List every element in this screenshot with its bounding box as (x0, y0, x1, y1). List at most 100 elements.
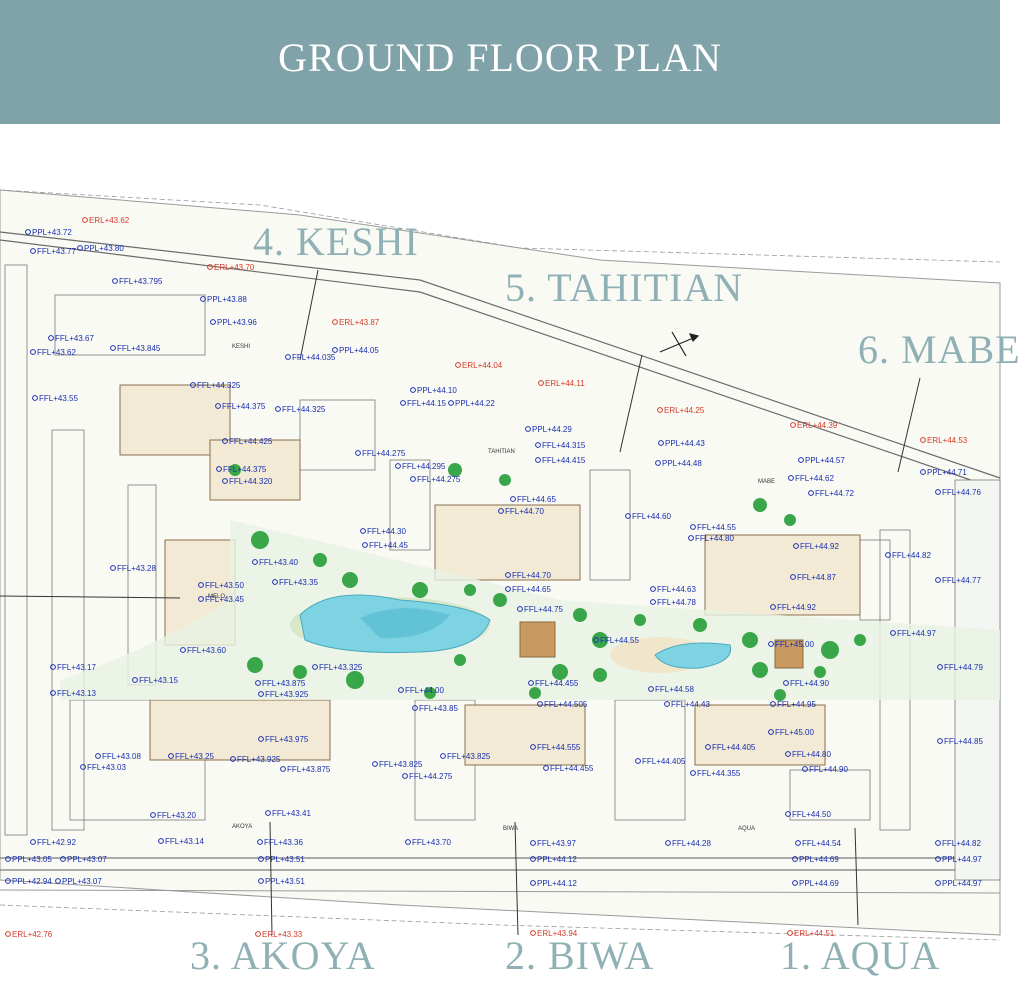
level-marker-icon (530, 880, 536, 886)
level-marker-icon (785, 751, 791, 757)
level-label: PPL+44.97 (942, 855, 982, 864)
level-label: FFL+43.60 (187, 646, 226, 655)
level-label: PPL+44.97 (942, 879, 982, 888)
level-marker-icon (50, 690, 56, 696)
level-marker-icon (258, 736, 264, 742)
level-marker-icon (110, 345, 116, 351)
level-label: ERL+44.25 (664, 406, 705, 415)
level-label: PPL+43.51 (265, 877, 305, 886)
level-label: FFL+43.13 (57, 689, 96, 698)
level-label: PPL+42.94 (12, 877, 52, 886)
level-label: FFL+44.30 (367, 527, 406, 536)
level-marker-icon (770, 701, 776, 707)
level-label: FFL+43.25 (175, 752, 214, 761)
level-label: FFL+45.00 (775, 640, 814, 649)
level-marker-icon (132, 677, 138, 683)
level-label: FFL+43.825 (379, 760, 423, 769)
level-label: FFL+44.320 (229, 477, 273, 486)
level-label: FFL+44.62 (795, 474, 834, 483)
level-label: FFL+44.325 (197, 381, 241, 390)
level-label: FFL+43.45 (205, 595, 244, 604)
level-label: FFL+43.325 (319, 663, 363, 672)
level-marker-icon (395, 463, 401, 469)
level-marker-icon (650, 599, 656, 605)
level-label: FFL+43.50 (205, 581, 244, 590)
level-label: FFL+44.77 (942, 576, 981, 585)
level-label: FFL+43.41 (272, 809, 311, 818)
building-tag-tahitian: TAHITIAN (488, 449, 515, 455)
zone-label-aqua: 1. AQUA (780, 933, 941, 978)
level-marker-icon (537, 701, 543, 707)
level-marker-icon (280, 766, 286, 772)
level-marker-icon (398, 687, 404, 693)
level-marker-icon (362, 542, 368, 548)
level-marker-icon (528, 680, 534, 686)
level-marker-icon (665, 840, 671, 846)
level-marker-icon (355, 450, 361, 456)
level-label: FFL+44.405 (642, 757, 686, 766)
level-label: FFL+44.275 (362, 449, 406, 458)
level-label: FFL+44.92 (777, 603, 816, 612)
level-marker-icon (210, 319, 216, 325)
level-label: FFL+43.40 (259, 558, 298, 567)
level-marker-icon (190, 382, 196, 388)
level-label: FFL+43.28 (117, 564, 156, 573)
level-marker-icon (535, 457, 541, 463)
level-label: ERL+44.51 (794, 929, 835, 938)
level-label: FFL+43.17 (57, 663, 96, 672)
level-marker-icon (802, 766, 808, 772)
level-label: FFL+44.275 (417, 475, 461, 484)
level-label: FFL+43.875 (262, 679, 306, 688)
level-marker-icon (705, 744, 711, 750)
level-marker-icon (517, 606, 523, 612)
level-label: PPL+43.07 (67, 855, 107, 864)
level-label: FFL+44.58 (655, 685, 694, 694)
level-marker-icon (635, 758, 641, 764)
level-label: PPL+43.51 (265, 855, 305, 864)
level-marker-icon (448, 400, 454, 406)
level-label: ERL+43.94 (537, 929, 578, 938)
level-label: FFL+44.295 (402, 462, 446, 471)
site-plan-drawing: KESHI TAHITIAN MABE MELO AKOYA BIWA AQUA… (0, 189, 1001, 941)
level-marker-icon (935, 489, 941, 495)
level-label: FFL+44.555 (537, 743, 581, 752)
level-marker-icon (216, 466, 222, 472)
level-label: FFL+43.67 (55, 334, 94, 343)
level-label: FFL+44.76 (942, 488, 981, 497)
level-marker-icon (372, 761, 378, 767)
level-marker-icon (935, 840, 941, 846)
level-label: FFL+44.60 (632, 512, 671, 521)
level-label: FFL+44.82 (942, 839, 981, 848)
level-label: FFL+44.54 (802, 839, 841, 848)
level-marker-icon (30, 248, 36, 254)
level-label: FFL+44.43 (671, 700, 710, 709)
level-label: FFL+45.00 (775, 728, 814, 737)
level-label: FFL+44.505 (544, 700, 588, 709)
level-marker-icon (795, 840, 801, 846)
level-label: FFL+43.975 (265, 735, 309, 744)
level-label: FFL+44.92 (800, 542, 839, 551)
level-label: FFL+44.79 (944, 663, 983, 672)
level-marker-icon (688, 535, 694, 541)
level-marker-icon (275, 406, 281, 412)
level-marker-icon (180, 647, 186, 653)
level-label: FFL+44.45 (369, 541, 408, 550)
level-label: FFL+44.15 (407, 399, 446, 408)
level-label: FFL+43.20 (157, 811, 196, 820)
level-marker-icon (793, 543, 799, 549)
level-marker-icon (664, 701, 670, 707)
level-label: ERL+44.39 (797, 421, 838, 430)
level-label: FFL+44.85 (944, 737, 983, 746)
level-label: FFL+44.65 (512, 585, 551, 594)
level-label: ERL+43.62 (89, 216, 130, 225)
level-marker-icon (935, 880, 941, 886)
level-label: PPL+44.71 (927, 468, 967, 477)
level-label: FFL+43.85 (419, 704, 458, 713)
level-marker-icon (215, 403, 221, 409)
level-marker-icon (25, 229, 31, 235)
level-marker-icon (543, 765, 549, 771)
level-label: FFL+44.80 (695, 534, 734, 543)
level-marker-icon (200, 296, 206, 302)
level-marker-icon (80, 764, 86, 770)
level-label: FFL+44.00 (405, 686, 444, 695)
